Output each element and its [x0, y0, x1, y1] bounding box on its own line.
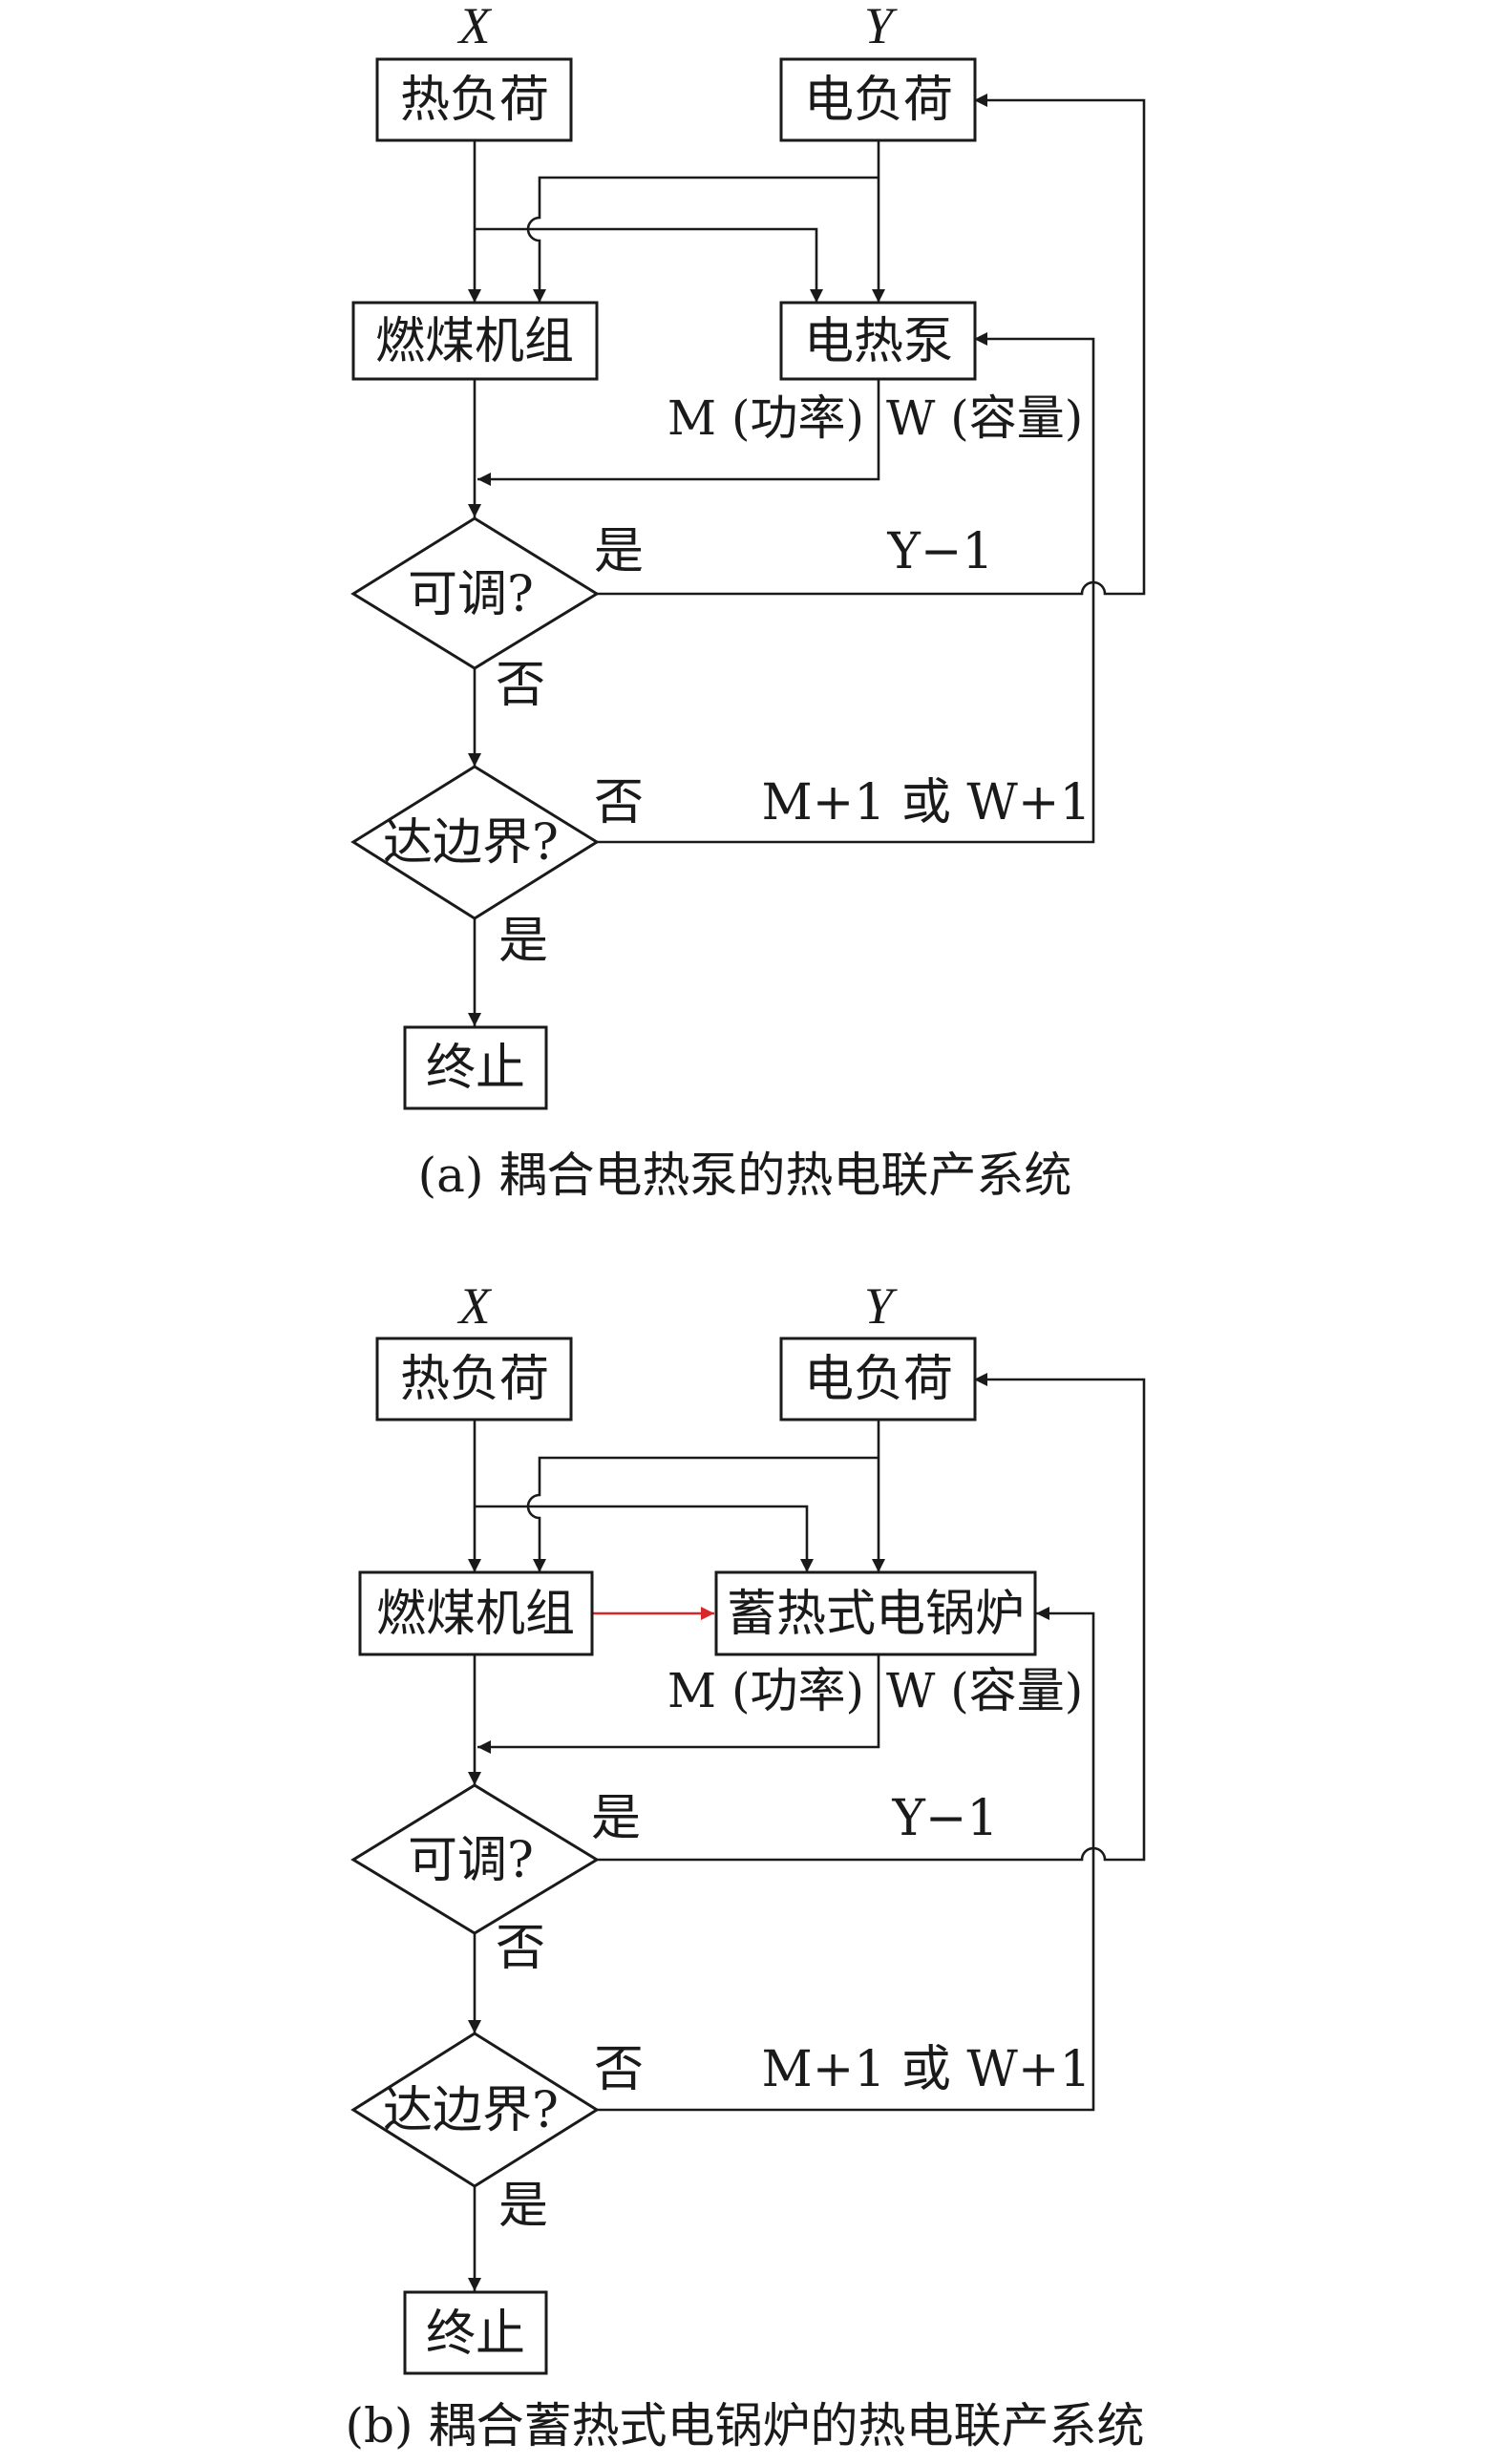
m-w-increment-loop-arrow: [597, 332, 1095, 844]
adjustable-decision: [350, 1783, 600, 1935]
terminate-box: [403, 2290, 548, 2375]
no-label-2: 否: [594, 774, 644, 832]
device-feedback-arrow: [477, 1654, 880, 1754]
no-label: 否: [496, 657, 545, 714]
var-y-label: Y: [864, 1277, 898, 1335]
heat-load-box: [375, 57, 573, 142]
power-load-label: 电负荷: [804, 1351, 953, 1408]
yes-label-2: 是: [498, 2178, 548, 2235]
device-label: 蓄热式电锅炉: [727, 1586, 1025, 1643]
var-x-label: X: [457, 0, 493, 54]
yes-label: 是: [594, 523, 644, 580]
connectors-a: [468, 94, 1146, 1026]
adjustable-label: 可调?: [408, 566, 534, 623]
coal-unit-label: 燃煤机组: [376, 1586, 575, 1643]
boundary-label: 达边界?: [383, 2082, 559, 2139]
power-load-box: [779, 1337, 977, 1422]
coal-unit-box: [358, 1570, 594, 1656]
terminate-label: 终止: [426, 1040, 525, 1097]
heat-load-box: [375, 1337, 573, 1422]
connectors-b: [468, 1373, 1146, 2291]
device-feedback-arrow: [477, 379, 880, 486]
caption-a: (a) 耦合电热泵的热电联产系统: [418, 1148, 1072, 1203]
diagram-b: X Y 热负荷 电负荷 燃煤机组 蓄热式电锅炉 M (功率) W (容量) 可调…: [346, 1277, 1146, 2453]
m-or-w-label: M+1 或 W+1: [761, 774, 1091, 832]
diagram-a: X Y 热负荷 电负荷 燃煤机组 电热泵 M (功率) W (容量) 可调? 是…: [350, 0, 1146, 1203]
device-box: [779, 301, 977, 381]
boundary-decision: [350, 765, 600, 920]
capacity-note: W (容量): [886, 390, 1083, 446]
adjustable-label: 可调?: [408, 1832, 534, 1889]
y-minus-label: Y−1: [887, 523, 994, 580]
var-y-label: Y: [864, 0, 898, 54]
m-or-w-label: M+1 或 W+1: [761, 2041, 1091, 2098]
boundary-label: 达边界?: [383, 814, 559, 872]
capacity-note: W (容量): [886, 1663, 1083, 1718]
heat-load-to-device-arrow: [475, 227, 823, 303]
device-label: 电热泵: [804, 313, 953, 370]
heat-load-label: 热负荷: [400, 72, 549, 129]
boundary-decision: [350, 2032, 600, 2188]
y-minus-label: Y−1: [892, 1790, 999, 1847]
no-label: 否: [496, 1920, 545, 1977]
heat-load-label: 热负荷: [400, 1351, 549, 1408]
terminate-box: [403, 1025, 548, 1110]
coal-unit-label: 燃煤机组: [375, 313, 574, 370]
coal-unit-box: [351, 301, 599, 381]
adjustable-decision: [350, 516, 600, 670]
heat-load-to-device-arrow: [475, 1505, 814, 1572]
m-w-increment-loop-arrow: [597, 1607, 1095, 2112]
power-note: M (功率): [667, 1663, 864, 1718]
power-load-to-coal-unit-arrow: [526, 1456, 879, 1572]
yes-y-minus-loop-arrow: [597, 1373, 1146, 1862]
power-note: M (功率): [667, 390, 864, 446]
terminate-label: 终止: [426, 2306, 525, 2363]
yes-label-2: 是: [498, 913, 548, 970]
yes-y-minus-loop-arrow: [597, 94, 1146, 596]
device-box: [714, 1570, 1037, 1656]
var-x-label: X: [457, 1277, 493, 1335]
no-label-2: 否: [594, 2041, 644, 2098]
power-load-label: 电负荷: [804, 72, 953, 129]
yes-label: 是: [591, 1790, 641, 1847]
caption-b: (b) 耦合蓄热式电锅炉的热电联产系统: [346, 2398, 1145, 2453]
power-load-box: [779, 57, 977, 142]
power-load-to-coal-unit-arrow: [526, 176, 879, 303]
